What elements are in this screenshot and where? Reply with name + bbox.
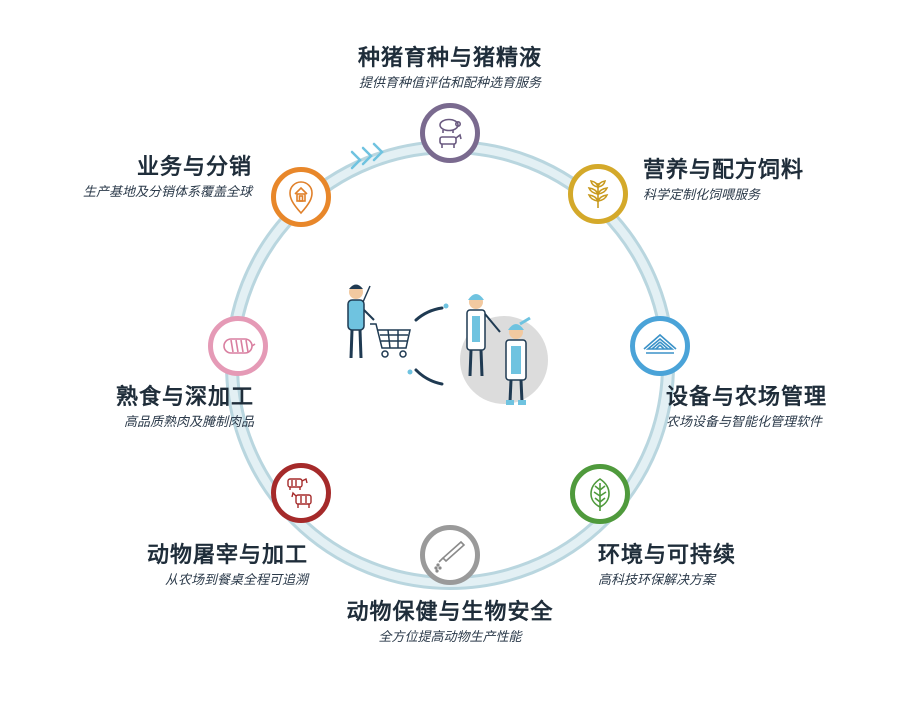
label-slaughter: 动物屠宰与加工 从农场到餐桌全程可追溯 [10,541,308,591]
node-environment [570,464,630,524]
store-location-icon [289,181,313,215]
label-equipment: 设备与农场管理 农场设备与智能化管理软件 [666,383,896,433]
segment-title: 熟食与深加工 [115,385,254,410]
label-health: 动物保健与生物安全 全方位提高动物生产性能 [300,598,600,648]
node-slaughter [271,463,331,523]
segment-subtitle: 提供育种值评估和配种选育服务 [358,76,541,91]
pig-cow-icon [439,118,462,148]
segment-subtitle: 高科技环保解决方案 [598,573,716,588]
segment-title: 设备与农场管理 [666,385,828,410]
shopper-illustration [347,284,375,359]
wheat-icon [587,180,609,208]
segment-title: 种猪育种与猪精液 [357,46,542,71]
segment-subtitle: 从农场到餐桌全程可追溯 [164,573,308,588]
leaf-icon [590,478,610,511]
livestock-cuts-icon [287,477,312,508]
direction-arrows-icon [350,142,384,170]
label-nutrition: 营养与配方饲料 科学定制化饲喂服务 [643,156,893,206]
segment-title: 环境与可持续 [598,543,737,568]
node-breeding [420,103,480,163]
shopping-cart-icon [370,323,411,358]
node-distribution [271,167,331,227]
node-processed [208,316,268,376]
node-nutrition [568,164,628,224]
segment-subtitle: 生产基地及分销体系覆盖全球 [82,185,252,200]
node-health [420,525,480,585]
segment-subtitle: 全方位提高动物生产性能 [378,630,522,645]
sausage-icon [223,338,256,354]
segment-title: 业务与分销 [136,155,252,180]
segment-subtitle: 农场设备与智能化管理软件 [666,415,823,430]
center-illustration [347,284,548,405]
arc-arrows [407,303,449,386]
segment-title: 动物屠宰与加工 [146,543,308,568]
segment-title: 动物保健与生物安全 [346,600,554,625]
label-distribution: 业务与分销 生产基地及分销体系覆盖全球 [10,153,252,203]
syringe-icon [434,540,466,573]
label-breeding: 种猪育种与猪精液 提供育种值评估和配种选育服务 [300,44,600,94]
segment-title: 营养与配方饲料 [643,158,805,183]
label-environment: 环境与可持续 高科技环保解决方案 [598,541,878,591]
label-processed: 熟食与深加工 高品质熟肉及腌制肉品 [10,383,254,433]
segment-subtitle: 高品质熟肉及腌制肉品 [123,415,254,430]
worker-illustration [505,316,531,405]
segment-subtitle: 科学定制化饲喂服务 [643,188,761,203]
node-equipment [630,316,690,376]
farmer-illustration [466,294,501,377]
barn-roof-icon [643,333,677,354]
